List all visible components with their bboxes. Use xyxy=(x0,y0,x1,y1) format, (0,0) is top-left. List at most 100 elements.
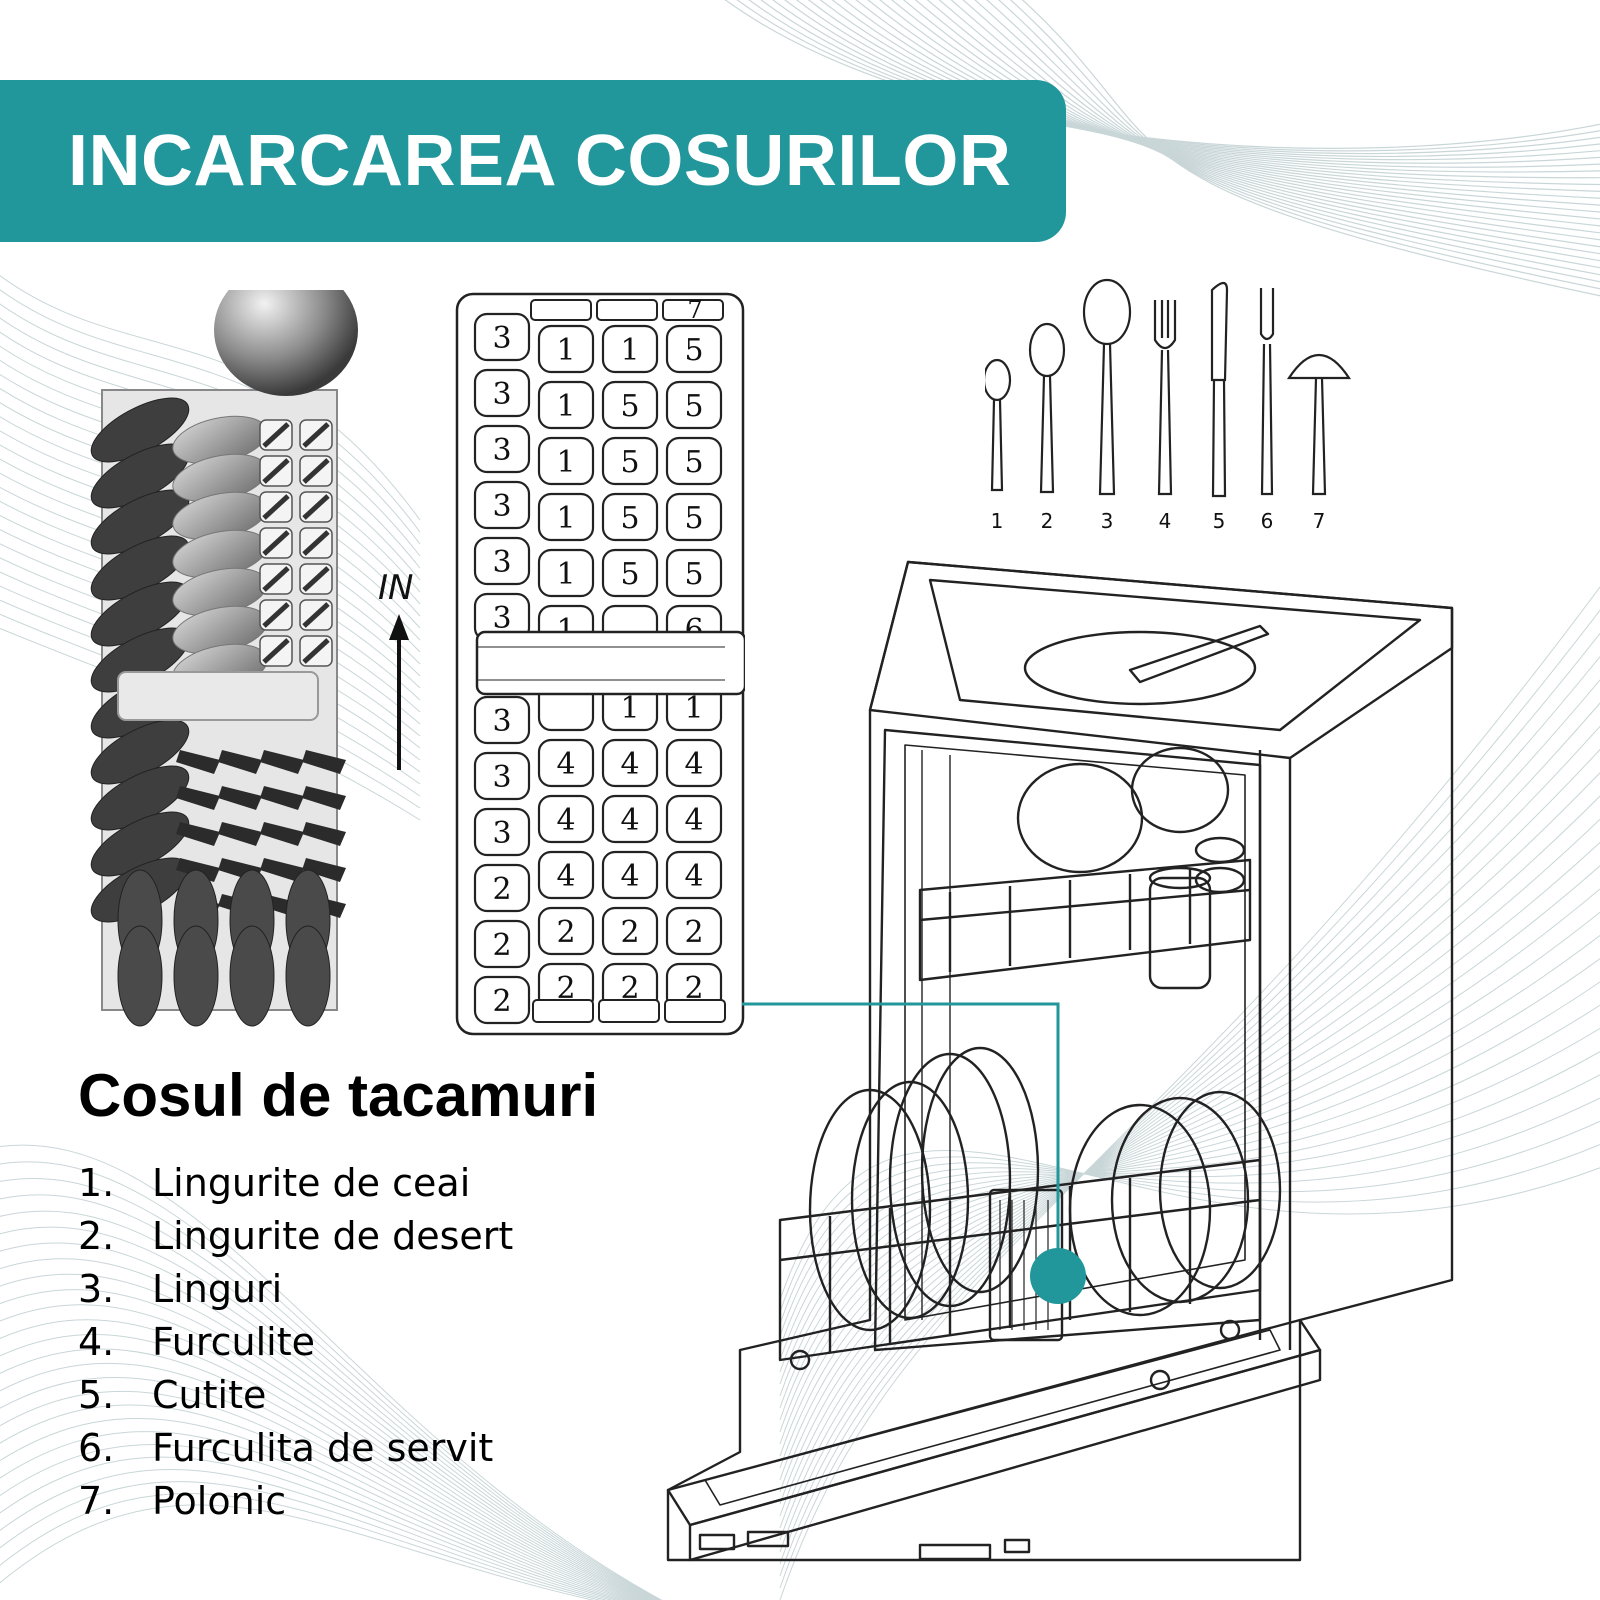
ladle-icon xyxy=(1286,353,1352,496)
compartment-number: 3 xyxy=(492,704,511,739)
compartment-number: 4 xyxy=(620,803,639,838)
legend-label: Polonic xyxy=(152,1478,287,1523)
wave-line xyxy=(0,1289,651,1600)
compartment-number: 4 xyxy=(684,747,703,782)
spoon-head xyxy=(229,925,275,1027)
basket-compartment xyxy=(473,536,531,586)
basket-compartment xyxy=(601,436,659,486)
wave-line xyxy=(779,679,1600,1553)
dessert-spoon-icon xyxy=(1039,375,1055,494)
legend-item: 1.Lingurite de ceai xyxy=(78,1156,513,1209)
basket-compartment xyxy=(665,548,723,598)
wave-line xyxy=(0,275,421,521)
basket-top-slot xyxy=(662,299,724,321)
wave-line xyxy=(779,911,1600,1433)
legend-number: 3. xyxy=(78,1266,115,1311)
basket-compartment xyxy=(473,480,531,530)
basket-compartment xyxy=(665,492,723,542)
wave-line xyxy=(0,1492,602,1600)
basket-compartment xyxy=(601,492,659,542)
wave-line xyxy=(779,957,1600,1409)
compartment-number: 5 xyxy=(620,557,639,592)
compartment-number: 2 xyxy=(620,971,639,1006)
cutlery-number-label: 1 xyxy=(991,509,1004,533)
tablespoon-icon xyxy=(1082,278,1132,346)
compartment-number: 4 xyxy=(556,747,575,782)
basket-compartment xyxy=(601,850,659,900)
fork-tines xyxy=(260,822,304,846)
wave-line xyxy=(0,1210,659,1600)
basket-bottom-slot xyxy=(598,999,660,1023)
section-heading: Cosul de tacamuri xyxy=(78,1062,599,1129)
basket-compartment xyxy=(473,919,531,969)
basket-compartment xyxy=(665,380,723,430)
basket-compartment xyxy=(537,850,595,900)
basket-compartment xyxy=(537,794,595,844)
compartment-number: 7 xyxy=(687,296,702,324)
basket-compartment xyxy=(665,738,723,788)
spoon-head xyxy=(173,925,219,1027)
compartment-number: 2 xyxy=(684,915,703,950)
basket-compartment xyxy=(665,906,723,956)
compartment-number: 3 xyxy=(492,601,511,636)
wave-line xyxy=(0,1273,653,1600)
compartment-number: 1 xyxy=(556,389,575,424)
basket-compartment xyxy=(601,906,659,956)
compartment-number: 1 xyxy=(620,333,639,368)
compartment-number: 3 xyxy=(492,433,511,468)
serving-fork-icon xyxy=(1259,288,1275,496)
wave-line xyxy=(0,1444,623,1600)
compartment-number: 4 xyxy=(556,803,575,838)
basket-compartment xyxy=(537,548,595,598)
wave-line xyxy=(0,1390,636,1600)
compartment-number: 1 xyxy=(556,445,575,480)
compartment-number: 5 xyxy=(684,445,703,480)
cutlery-handle xyxy=(302,422,330,448)
legend-number: 4. xyxy=(78,1319,115,1364)
wave-line xyxy=(779,864,1600,1457)
compartment-number: 2 xyxy=(620,915,639,950)
wave-line xyxy=(779,888,1600,1445)
wave-line xyxy=(779,818,1600,1481)
compartment-number: 1 xyxy=(620,691,639,726)
fork-tines xyxy=(260,750,304,774)
knife-icon xyxy=(1210,281,1229,498)
legend-label: Furculita de servit xyxy=(152,1425,494,1470)
insertion-direction-arrow xyxy=(389,614,409,770)
basket-compartment xyxy=(665,324,723,374)
basket-bottom-slot xyxy=(532,999,594,1023)
wave-line xyxy=(0,1404,633,1600)
legend-label: Lingurite de desert xyxy=(152,1213,514,1258)
wave-line xyxy=(779,1027,1600,1373)
wave-line xyxy=(0,1348,644,1600)
fork-tines xyxy=(260,858,304,882)
tablespoon-icon xyxy=(1098,343,1116,496)
legend-number: 5. xyxy=(78,1372,115,1417)
basket-compartment xyxy=(601,738,659,788)
fork-tines xyxy=(302,750,346,774)
compartment-number: 3 xyxy=(492,760,511,795)
compartment-number: 2 xyxy=(684,971,703,1006)
compartment-number: 3 xyxy=(492,321,511,356)
wave-line xyxy=(0,1226,657,1600)
wave-line xyxy=(760,0,1600,158)
compartment-number: 4 xyxy=(620,859,639,894)
basket-compartment xyxy=(601,794,659,844)
legend-item: 7.Polonic xyxy=(78,1474,513,1527)
basket-compartment xyxy=(473,975,531,1025)
cutlery-handle xyxy=(302,638,330,664)
cutlery-handle xyxy=(262,602,290,628)
compartment-number: 1 xyxy=(684,691,703,726)
compartment-number: 1 xyxy=(556,501,575,536)
basket-compartment xyxy=(537,738,595,788)
basket-compartment xyxy=(473,807,531,857)
legend-item: 5.Cutite xyxy=(78,1368,513,1421)
cutlery-number-label: 5 xyxy=(1213,509,1226,533)
fork-tines xyxy=(176,750,220,774)
basket-compartment xyxy=(537,324,595,374)
fork-tines xyxy=(302,786,346,810)
compartment-number: 4 xyxy=(684,859,703,894)
legend-item: 3.Linguri xyxy=(78,1262,513,1315)
